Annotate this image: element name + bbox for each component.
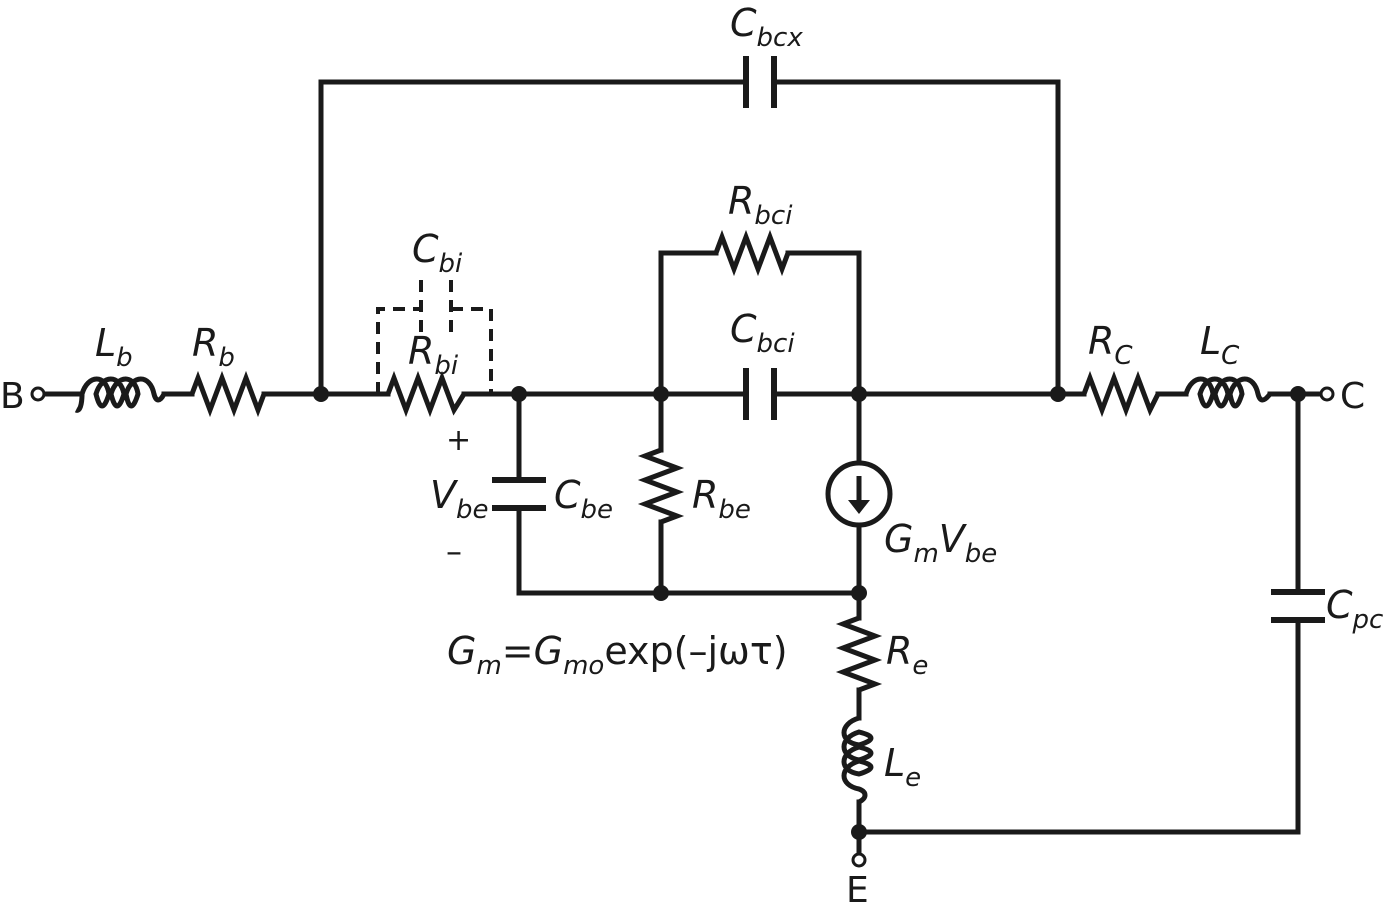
capacitor-Cpc: [1271, 589, 1325, 623]
inductor-Le: [841, 715, 874, 805]
label-Cbcx: Cbcx: [730, 1, 803, 53]
label-Rbe: Rbe: [692, 473, 751, 525]
label-Le: Le: [884, 741, 921, 793]
resistor-Re: [835, 615, 883, 693]
capacitor-Cbi-dashed: [376, 280, 493, 394]
transconductance-equation: Gm=Gmoexp(–jωτ): [447, 629, 788, 681]
vbe-minus-sign: –: [446, 532, 462, 570]
resistor-Rbci: [713, 229, 791, 277]
label-Cbi: Cbi: [412, 227, 463, 279]
label-Cbe: Cbe: [554, 473, 613, 525]
label-Cpc: Cpc: [1326, 583, 1383, 635]
terminal-collector-dot: [1319, 386, 1335, 402]
label-Lb: Lb: [95, 321, 133, 373]
label-Vbe: Vbe: [430, 473, 489, 525]
resistor-Rbi: [385, 370, 467, 418]
inductor-Lb: [74, 376, 167, 413]
resistor-Rbe: [637, 447, 685, 525]
label-Rbci: Rbci: [728, 179, 793, 231]
terminal-collector-label: C: [1340, 376, 1365, 417]
terminal-emitter-label: E: [846, 870, 869, 908]
label-GmVbe: GmVbe: [884, 517, 997, 569]
label-Re: Re: [886, 629, 928, 681]
label-Rbi: Rbi: [408, 329, 459, 381]
vbe-plus-sign: +: [446, 423, 471, 458]
label-Rb: Rb: [192, 321, 235, 373]
junction-nodes: [313, 386, 1306, 840]
capacitor-Cbci: [743, 368, 777, 420]
label-RC: RC: [1088, 319, 1133, 371]
label-LC: LC: [1200, 319, 1240, 371]
terminal-emitter-dot: [851, 852, 867, 868]
wires: [41, 79, 1325, 855]
terminal-base-label: B: [0, 376, 25, 417]
label-Cbci: Cbci: [730, 307, 795, 359]
capacitor-Cbe: [492, 477, 546, 511]
inductor-LC: [1183, 376, 1272, 409]
resistor-Rb: [189, 370, 267, 418]
resistor-RC: [1081, 370, 1161, 418]
terminal-base-dot: [30, 386, 46, 402]
capacitor-Cbcx: [743, 56, 777, 108]
current-source: [825, 460, 893, 528]
